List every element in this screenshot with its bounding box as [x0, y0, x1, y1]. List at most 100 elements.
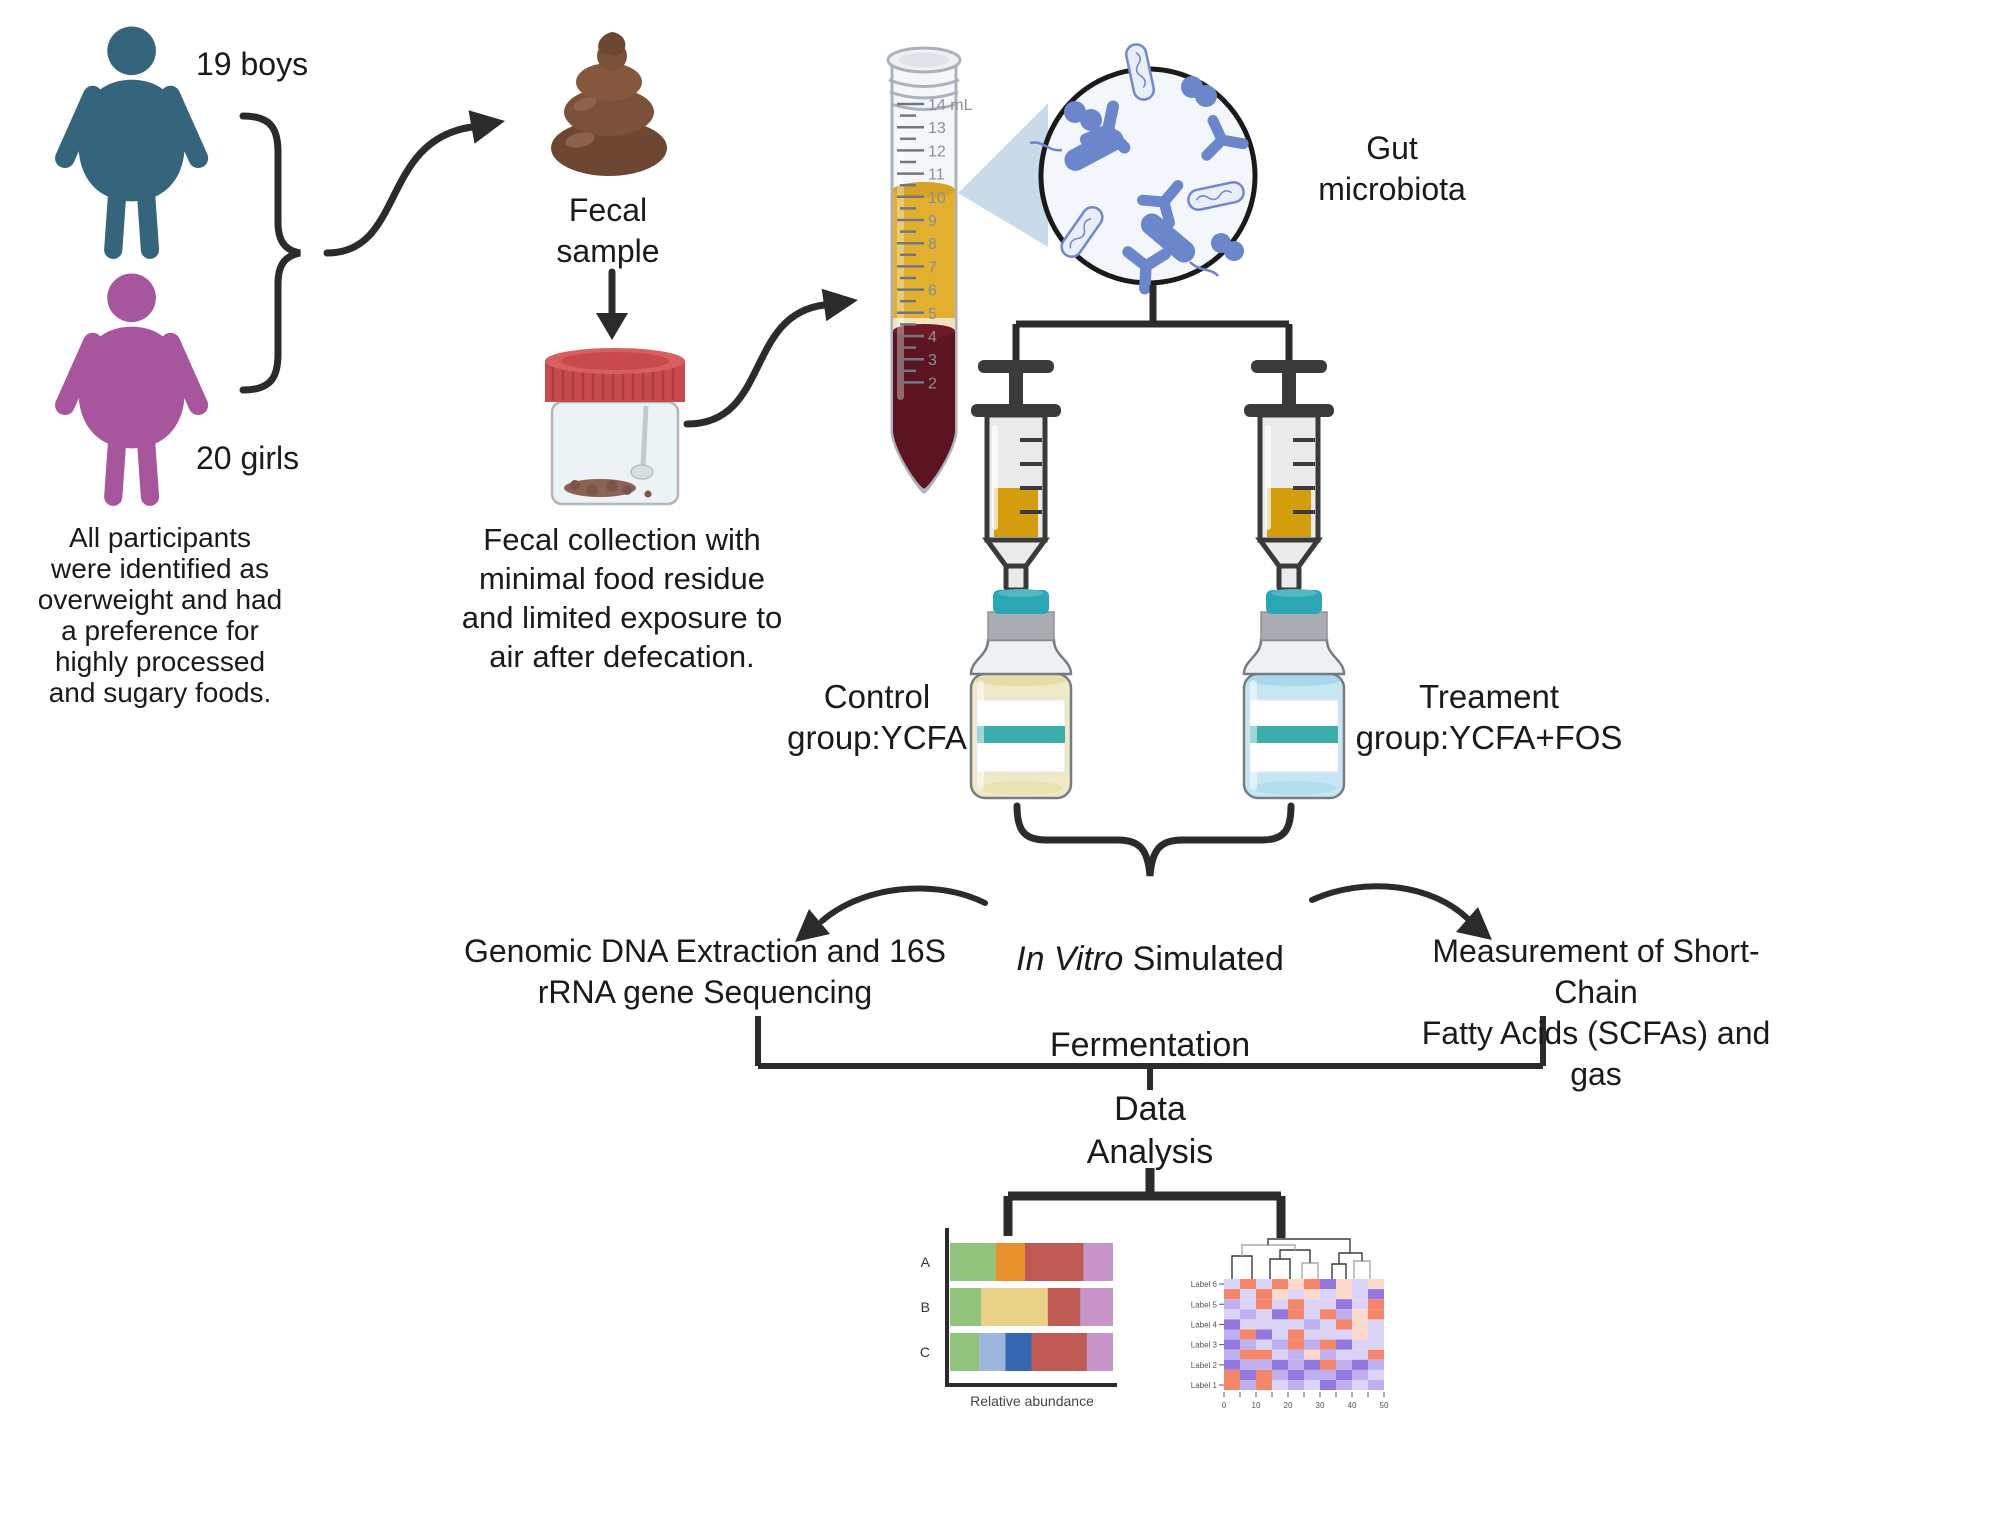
scfa-label: Measurement of Short-Chain Fatty Acids (… — [1421, 933, 1771, 1092]
heatmap-cell — [1224, 1380, 1240, 1391]
boy-icon — [51, 26, 212, 260]
heatmap-cell — [1288, 1339, 1304, 1350]
heatmap-cell — [1320, 1359, 1336, 1370]
tube-graduation-label: 9 — [928, 213, 937, 230]
heatmap-cell — [1352, 1279, 1368, 1290]
heatmap-cell — [1352, 1380, 1368, 1391]
arrow-down-icon — [596, 268, 628, 340]
heatmap-cell — [1272, 1309, 1288, 1320]
heatmap-cell — [1336, 1309, 1352, 1320]
boys-count-label: 19 boys — [196, 46, 309, 82]
heatmap-cell — [1240, 1279, 1256, 1290]
bar-segment — [979, 1333, 1006, 1371]
heatmap-cell — [1240, 1359, 1256, 1370]
heatmap-cell — [1304, 1319, 1320, 1330]
heatmap-row-label: Label 6 — [1191, 1280, 1218, 1289]
data-analysis-label: Data Analysis — [1086, 1090, 1214, 1171]
arrow-to-scfa — [1309, 883, 1492, 940]
heatmap-cell — [1336, 1339, 1352, 1350]
heatmap-cell — [1304, 1359, 1320, 1370]
arrow-to-fecal-sample — [323, 110, 505, 257]
heatmap-cell — [1320, 1329, 1336, 1340]
heatmap-cell — [1320, 1299, 1336, 1310]
heatmap-cell — [1352, 1309, 1368, 1320]
tube-graduation-label: 4 — [928, 329, 937, 346]
bar-category-label: C — [920, 1344, 930, 1360]
tube-graduation-label: 11 — [928, 167, 945, 184]
stacked-bar-chart: ABC Relative abundance — [920, 1228, 1117, 1409]
heatmap-cell — [1240, 1369, 1256, 1380]
heatmap-cell — [1352, 1359, 1368, 1370]
heatmap-cell — [1224, 1349, 1240, 1360]
heatmap-cell — [1256, 1279, 1272, 1290]
fermentation-label: In Vitro Simulated Fermentation — [1016, 895, 1284, 1110]
heatmap-cell — [1240, 1319, 1256, 1330]
bar-segment — [1080, 1288, 1113, 1326]
heatmap-cell — [1224, 1369, 1240, 1380]
girl-icon — [51, 273, 212, 507]
heatmap-cell — [1368, 1319, 1384, 1330]
treatment-vial-icon — [1242, 589, 1346, 800]
heatmap-cell — [1240, 1339, 1256, 1350]
heatmap-cell — [1272, 1339, 1288, 1350]
heatmap-cell — [1288, 1309, 1304, 1320]
heatmap-cell — [1304, 1369, 1320, 1380]
heatmap-cell — [1352, 1329, 1368, 1340]
bar-segment — [950, 1333, 980, 1371]
bar-segment — [1024, 1243, 1084, 1281]
heatmap-cell — [1224, 1319, 1240, 1330]
treatment-group-label: Treament group:YCFA+FOS — [1355, 678, 1623, 756]
heatmap-cell — [1272, 1349, 1288, 1360]
participants-brace — [239, 112, 301, 394]
heatmap-cell — [1224, 1359, 1240, 1370]
syringe-control-icon — [971, 360, 1061, 657]
fecal-sample-label: Fecal sample — [556, 192, 660, 269]
tube-graduation-label: 7 — [928, 259, 937, 276]
heatmap-cell — [1336, 1299, 1352, 1310]
heatmap-x-tick-label: 0 — [1222, 1401, 1227, 1410]
heatmap-x-tick-label: 50 — [1380, 1401, 1389, 1410]
bar-category-label: B — [921, 1299, 930, 1315]
heatmap-cell — [1368, 1289, 1384, 1300]
magnifier-beam — [958, 103, 1048, 247]
heatmap-x-tick-label: 40 — [1348, 1401, 1357, 1410]
heatmap-x-tick-label: 30 — [1316, 1401, 1325, 1410]
analyses-connector — [755, 1016, 1546, 1090]
heatmap-cell — [1288, 1299, 1304, 1310]
sequencing-label: Genomic DNA Extraction and 16S rRNA gene… — [463, 933, 947, 1010]
heatmap-cell — [1240, 1380, 1256, 1391]
tube-graduation-label: 14 mL — [928, 97, 973, 114]
heatmap-cell — [1256, 1349, 1272, 1360]
tube-graduation-label: 8 — [928, 236, 937, 253]
fermentation-line2: Fermentation — [1049, 1026, 1251, 1064]
heatmap-cell — [1336, 1359, 1352, 1370]
fermentation-italic: In Vitro — [1016, 940, 1124, 978]
heatmap-cell — [1304, 1380, 1320, 1391]
heatmap-cell — [1256, 1289, 1272, 1300]
heatmap-cell — [1304, 1279, 1320, 1290]
fermentation-brace — [1013, 802, 1295, 877]
heatmap-cell — [1320, 1289, 1336, 1300]
heatmap-cell — [1288, 1279, 1304, 1290]
heatmap-cell — [1352, 1369, 1368, 1380]
heatmap-cell — [1272, 1369, 1288, 1380]
heatmap-cell — [1240, 1329, 1256, 1340]
heatmap-cell — [1368, 1299, 1384, 1310]
heatmap-cell — [1224, 1309, 1240, 1320]
heatmap-cell — [1368, 1349, 1384, 1360]
control-vial-icon — [969, 589, 1073, 800]
heatmap-cell — [1240, 1299, 1256, 1310]
heatmap-cell — [1304, 1289, 1320, 1300]
arrow-to-sequencing — [795, 885, 988, 942]
heatmap-cell — [1336, 1279, 1352, 1290]
heatmap-cell — [1336, 1380, 1352, 1391]
charts-bracket — [1003, 1168, 1286, 1238]
specimen-container-icon — [545, 348, 685, 506]
heatmap-cell — [1352, 1349, 1368, 1360]
heatmap-row-label: Label 2 — [1191, 1361, 1218, 1370]
heatmap-cell — [1320, 1349, 1336, 1360]
heatmap-cell — [1288, 1319, 1304, 1330]
